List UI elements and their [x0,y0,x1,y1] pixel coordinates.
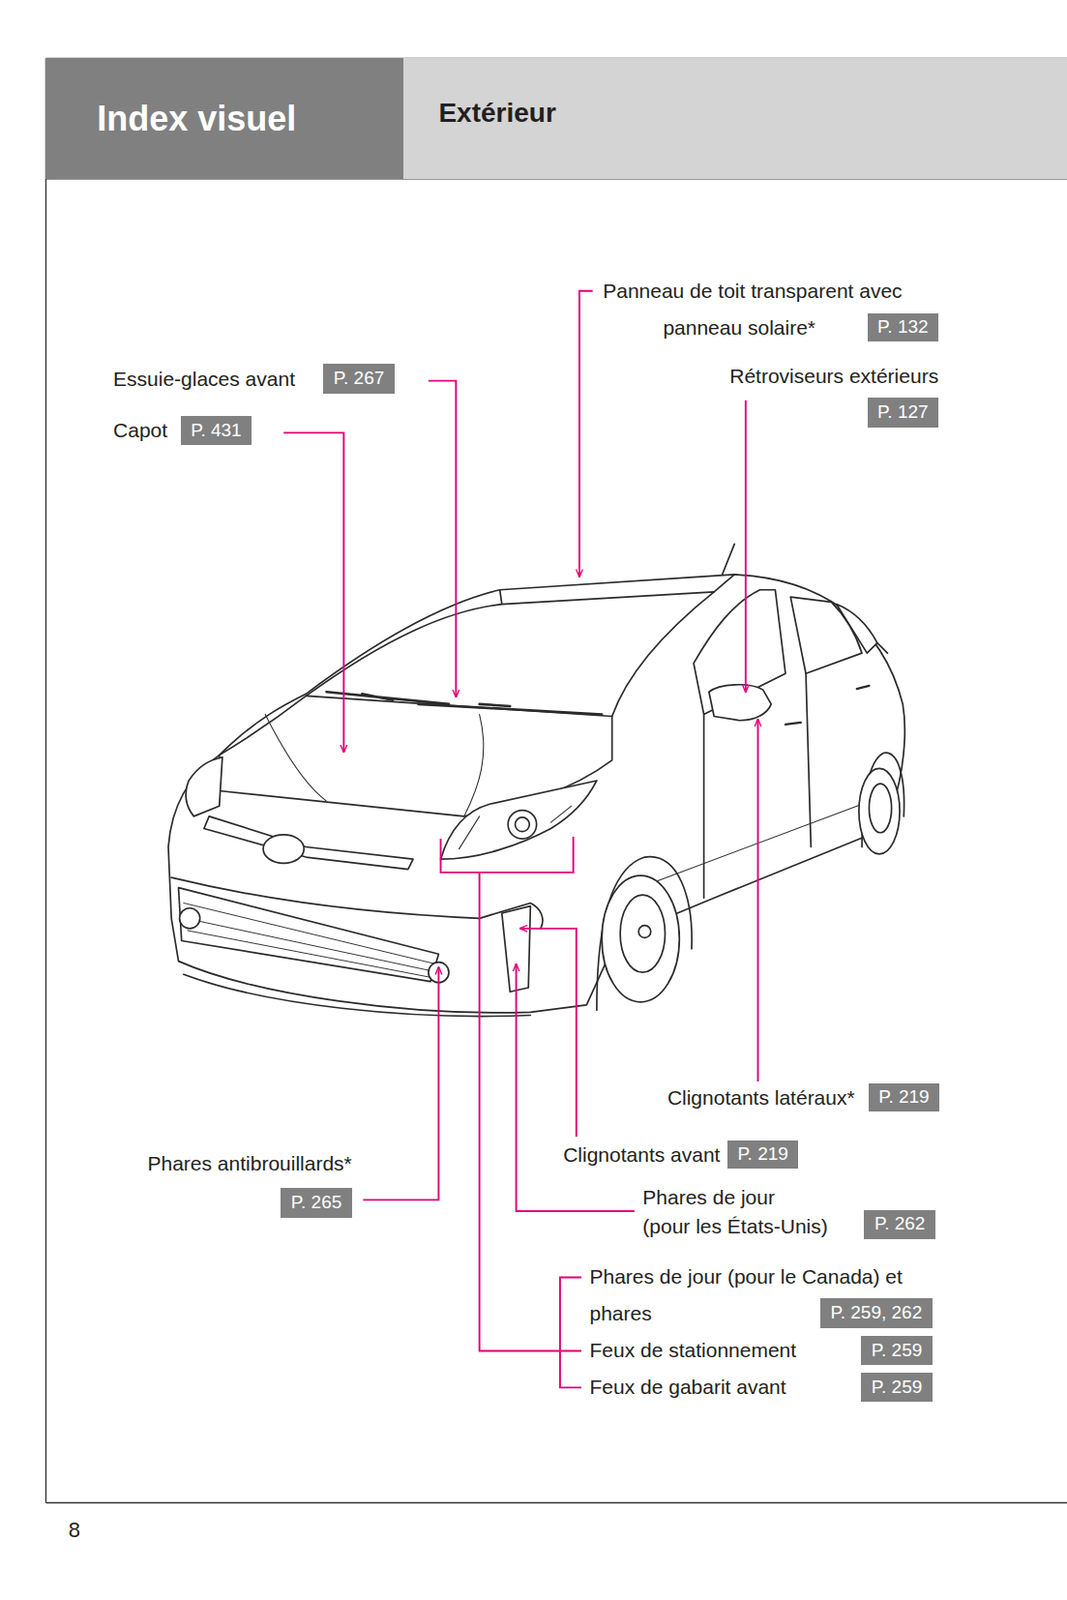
part-label: Capot [113,414,168,446]
part-label-text: Capot [113,414,168,446]
subsection-title: Extérieur [438,98,556,129]
page-frame [45,58,1067,1503]
page-ref: P. 259 [871,1340,922,1362]
part-label: Panneau de toit transparent avec panneau… [602,272,970,347]
page-ref: P. 132 [877,317,928,338]
page-ref-tag: P. 262 [863,1210,936,1241]
page-ref: P. 259, 262 [830,1303,923,1324]
part-label: Feux de gabarit avant [589,1371,786,1403]
page-ref: P. 219 [737,1144,788,1165]
car-drawing [168,543,905,1016]
part-label: Feux de stationnement [589,1334,797,1366]
page-ref: P. 267 [333,368,385,389]
part-label: Clignotants avant [563,1139,720,1171]
subsection-band: Extérieur [403,58,1067,178]
part-label-text: Rétroviseurs extérieurs [729,360,939,392]
page-ref-tag: P. 267 [323,363,395,394]
part-label-text: Phares antibrouillards* [148,1148,353,1180]
part-label-text: Feux de stationnement [589,1334,797,1366]
section-band: Index visuel [45,58,403,178]
part-label: Clignotants latéraux* [667,1082,856,1114]
page-ref: P. 127 [877,402,928,423]
part-label: Phares de jour (pour le Canada) et phare… [589,1258,930,1333]
page-ref-tag: P. 259, 262 [820,1298,933,1329]
part-label: Phares antibrouillards* [148,1148,353,1180]
page-ref-tag: P. 259 [860,1335,933,1365]
part-label: Phares de jour (pour les États-Unis) [642,1183,872,1241]
part-label-text: Panneau de toit transparent avec panneau… [602,272,970,347]
part-label-text: Phares de jour (pour le Canada) et phare… [589,1258,930,1333]
page-ref: P. 262 [874,1214,925,1235]
page-ref: P. 265 [291,1192,342,1214]
part-label-text: Clignotants latéraux* [667,1082,856,1114]
section-title: Index visuel [96,99,297,139]
page-ref-tag: P. 132 [867,313,940,343]
page-ref-tag: P. 219 [727,1140,800,1170]
wrap-spacer [805,1183,873,1213]
page-ref-tag: P. 265 [280,1187,353,1218]
page-number-text: 8 [68,1514,81,1546]
page-ref-tag: P. 127 [867,397,940,428]
part-label-text: Feux de gabarit avant [589,1371,786,1403]
page-number: 8 [68,1514,81,1546]
part-label-text: Clignotants avant [563,1139,720,1171]
page-ref: P. 259 [871,1377,922,1398]
page-ref: P. 431 [190,420,241,442]
page-ref-tag: P. 219 [868,1083,941,1113]
part-label-text: Essuie-glaces avant [113,363,296,395]
page-ref: P. 219 [878,1087,929,1108]
page-ref-tag: P. 259 [860,1372,933,1402]
part-label: Rétroviseurs extérieurs [729,360,939,392]
page-ref-tag: P. 431 [180,415,253,445]
part-label: Essuie-glaces avant [113,363,296,395]
part-label-text: Phares de jour (pour les États-Unis) [642,1183,872,1241]
